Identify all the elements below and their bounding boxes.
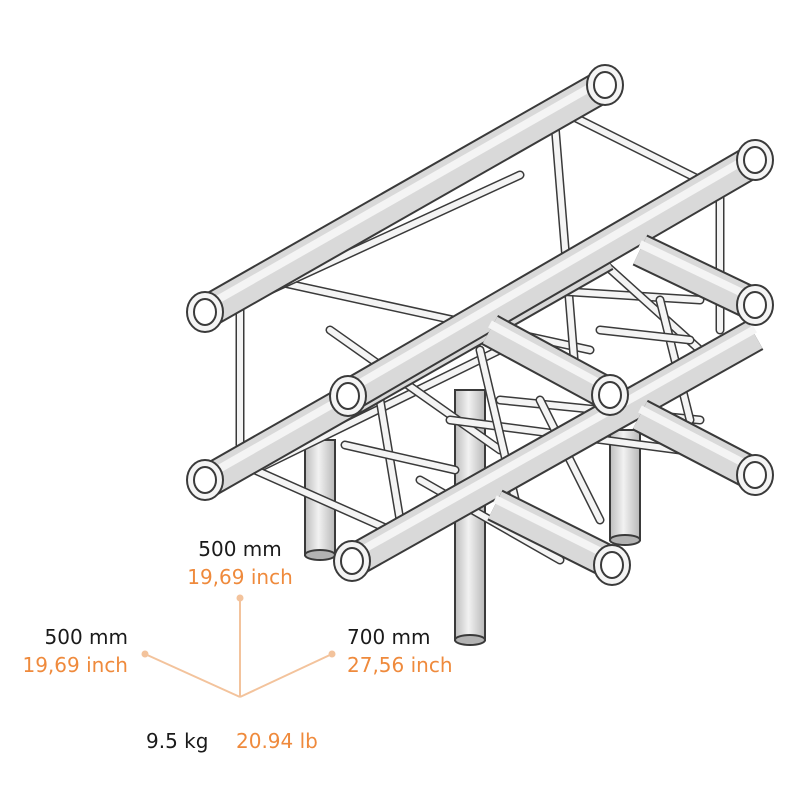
branch-lower-left [488,491,622,579]
truss-t-junction-icon [186,64,774,646]
left-mm-label: 500 mm [44,625,129,649]
dimension-guides [141,594,336,698]
tube-end-top-front-right-bore [743,146,767,174]
branch-lower-right-highlight [638,405,757,473]
left-inch-label: 19,69 inch [22,653,128,677]
brace-rod-9 [327,327,503,453]
brace-rod-10 [377,397,403,523]
leg-back-right-foot [609,534,641,546]
tube-end-branch-upper-bore [598,381,622,409]
chord-top-front [342,147,763,408]
chord-top-front-highlight [347,150,758,393]
branch-upper-right-highlight [638,240,757,303]
leg-back-left-foot [304,549,336,561]
branch-upper-left [482,316,618,409]
height-mm-label: 500 mm [198,537,282,561]
brace-rod-15 [477,347,523,523]
right-inch-label: 27,56 inch [347,653,453,677]
branch-upper-left-highlight [488,320,612,393]
tube-end-top-back-left-bore [193,298,217,326]
chord-bottom-front [347,321,763,574]
chord-top-back [202,71,613,324]
tube-end-top-front-left-bore [336,382,360,410]
branch-upper-right [633,236,762,319]
height-inch-label: 19,69 inch [187,565,293,589]
chord-top-back-highlight [208,75,607,308]
branch-lower-right [633,401,762,489]
brace-rod-20 [597,327,693,343]
branch-lower-left-highlight [493,495,617,563]
guide-left [144,653,241,698]
guide-right [239,653,333,698]
weight-kg-label: 9.5 kg [146,729,209,753]
brace-rod-16 [537,397,603,523]
brace-rod-19 [342,442,458,473]
tube-end-top-back-right-bore [593,71,617,99]
weight-lb-label: 20.94 lb [236,729,318,753]
leg-center-foot [454,634,486,646]
guide-dot-right [328,650,336,658]
guide-dot-top [236,594,244,602]
tube-end-branch-lower-bore [600,551,624,579]
brace-rod-3 [552,122,578,373]
tube-end-branch-lower-right-bore [743,461,767,489]
tube-end-branch-upper-right-bore [743,291,767,319]
right-mm-label: 700 mm [347,625,431,649]
brace-rod-7 [252,467,393,533]
chord-bottom-front-highlight [353,325,757,558]
guide-dot-left [141,650,149,658]
brace-rod-17 [657,297,693,423]
tube-end-bottom-front-left-bore [340,547,364,575]
tube-end-bottom-back-left-bore [193,466,217,494]
